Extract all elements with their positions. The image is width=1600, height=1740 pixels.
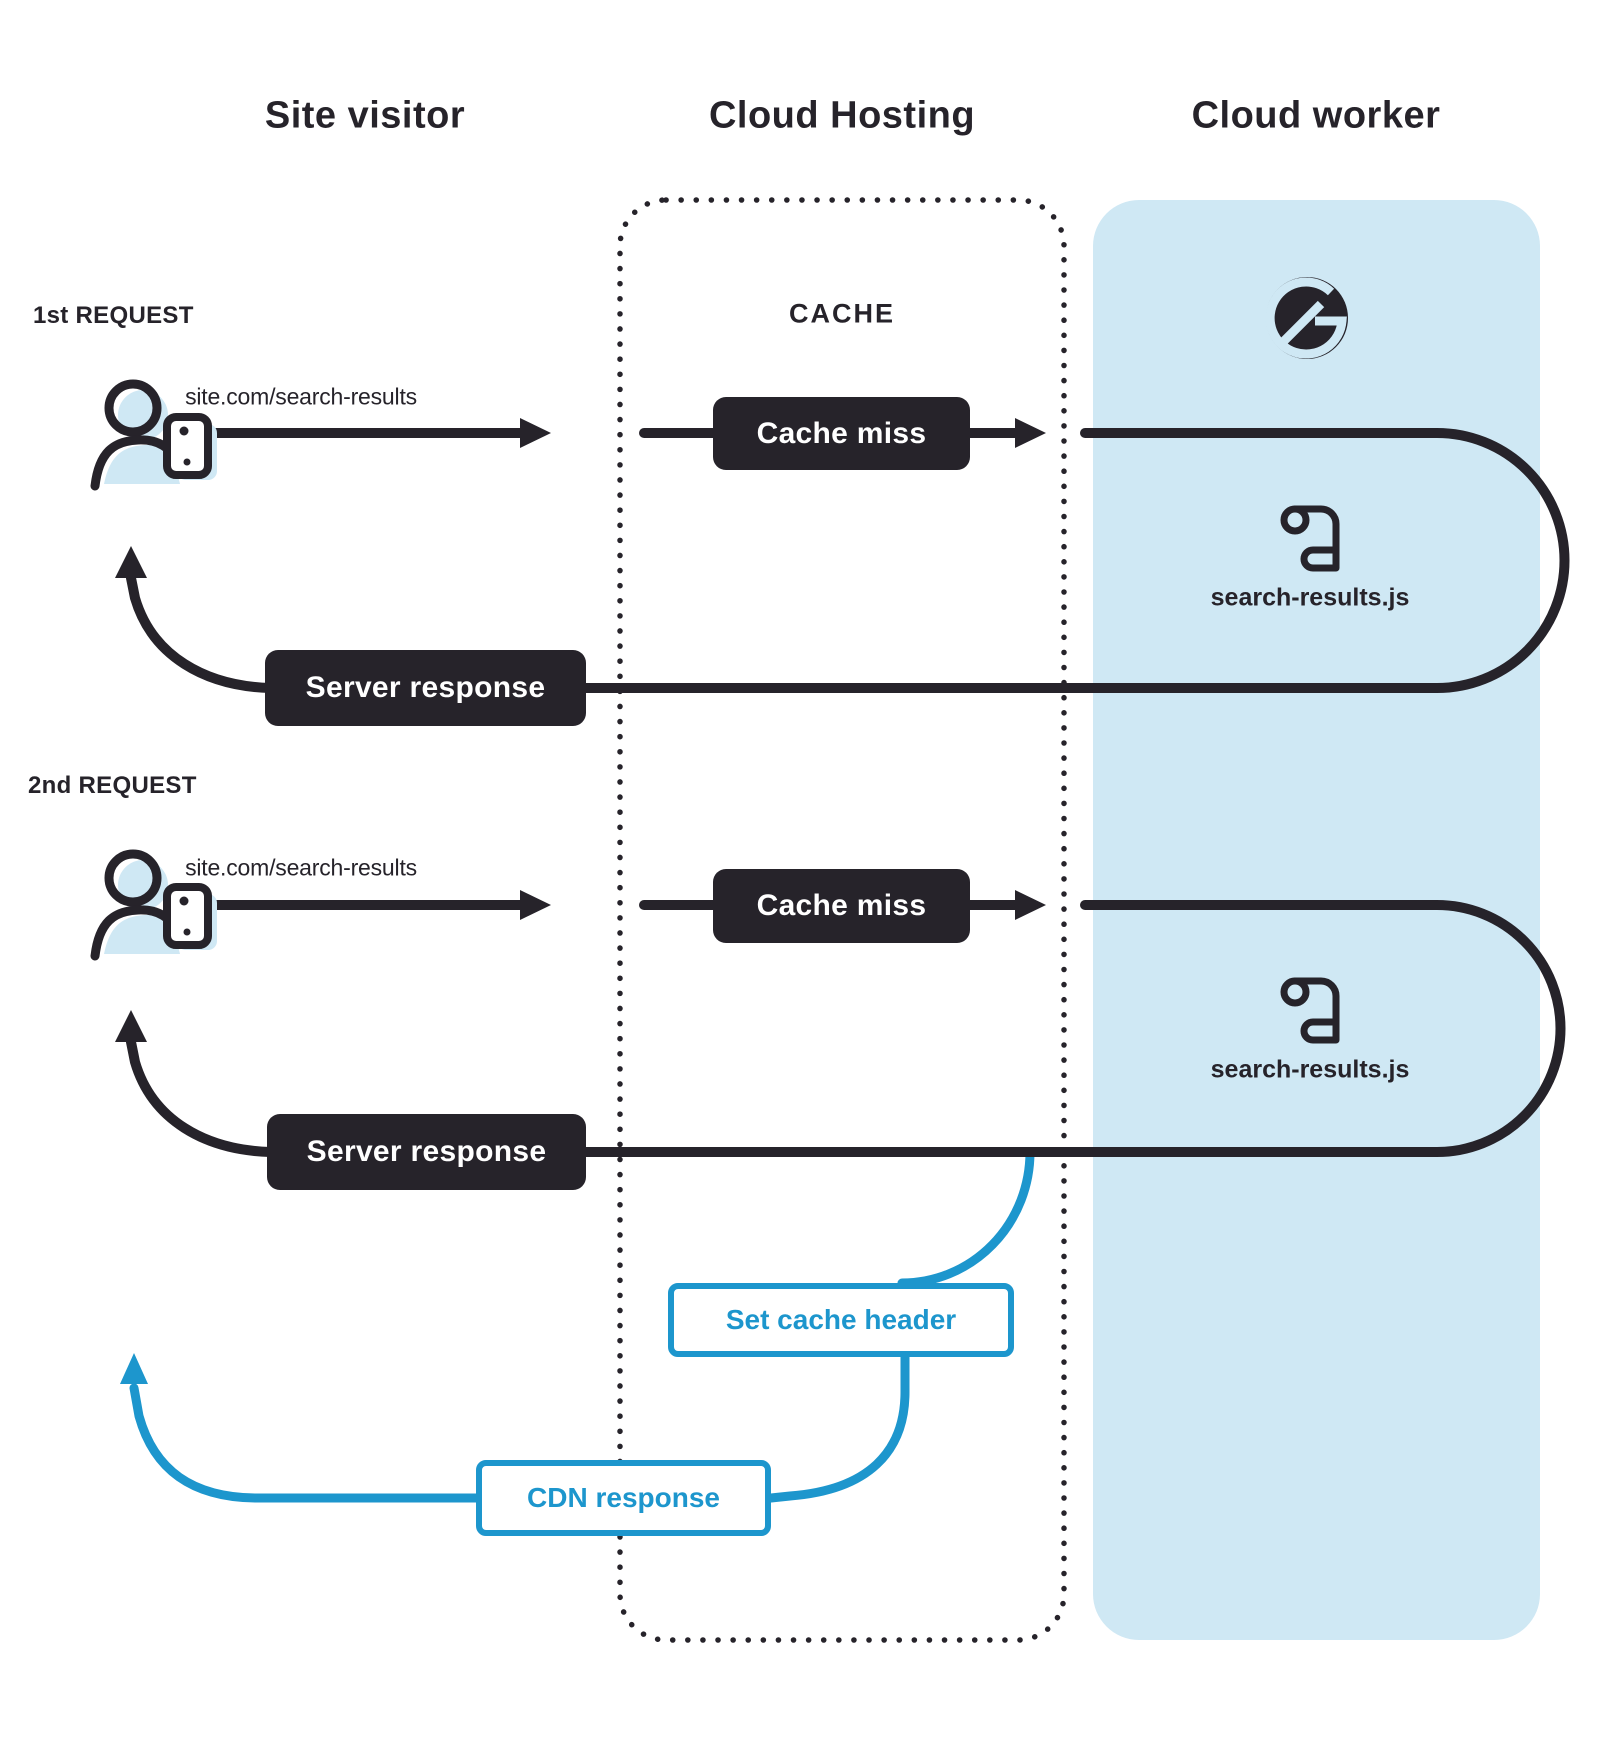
column-title-site-visitor: Site visitor [264, 94, 466, 137]
worker2-uturn-line [265, 900, 1566, 1157]
blue-flow-to-cdn-response [766, 1352, 910, 1503]
request2-arrowhead [520, 890, 551, 920]
request1-label: 1st REQUEST [33, 302, 194, 329]
response2-server-response-box: Server response [267, 1114, 586, 1190]
cache-zone-border [617, 197, 1067, 1643]
worker2-script-name: search-results.js [1210, 1055, 1410, 1084]
request1-worker-arrowhead [1015, 418, 1046, 448]
set-cache-header-box: Set cache header [668, 1283, 1014, 1357]
blue-flow-to-visitor [129, 1383, 481, 1503]
response2-curve [126, 1037, 275, 1157]
request2-url: site.com/search-results [185, 854, 417, 881]
column-title-cloud-worker: Cloud worker [1191, 94, 1441, 137]
scroll-icon [1284, 981, 1336, 1040]
worker1-uturn-line [265, 428, 1570, 693]
response1-server-response-box: Server response [265, 650, 586, 726]
response2-arrowhead-up [115, 1010, 147, 1042]
request1-cache-miss-box: Cache miss [713, 397, 970, 470]
cache-zone-title: CACHE [788, 298, 896, 329]
request1-url: site.com/search-results [185, 383, 417, 410]
scroll-icon [1284, 509, 1336, 568]
request2-cache-miss-box: Cache miss [713, 869, 970, 943]
column-title-cloud-hosting: Cloud Hosting [708, 94, 976, 137]
response1-curve [126, 573, 275, 693]
request2-worker-arrowhead [1015, 890, 1046, 920]
request1-arrowhead [520, 418, 551, 448]
cdn-response-box: CDN response [476, 1460, 771, 1536]
worker1-script-name: search-results.js [1210, 583, 1410, 612]
gatsby-icon [1266, 277, 1348, 359]
blue-arrowhead-up [120, 1353, 148, 1384]
request2-label: 2nd REQUEST [28, 772, 197, 799]
blue-flow-from-response [897, 1147, 1098, 1288]
response1-arrowhead-up [115, 546, 147, 578]
